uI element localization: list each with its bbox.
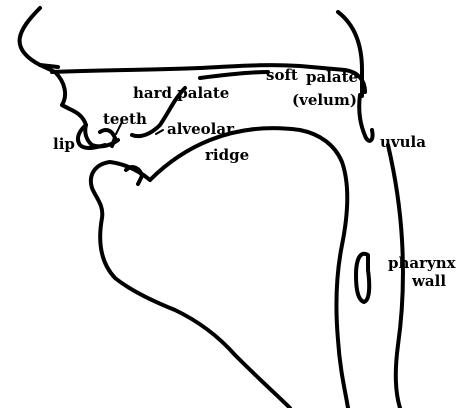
label-uvula: uvula [380,133,426,151]
label-hard-palate: hard palate [133,84,229,102]
label-soft: soft [266,66,298,84]
label-velum: (velum) [292,91,357,109]
label-pharynx: pharynx [388,254,457,272]
head-outline [20,8,105,148]
label-wall: wall [411,272,446,290]
label-teeth: teeth [103,110,147,128]
label-lip: lip [53,135,75,153]
label-ridge: ridge [205,146,249,164]
alveolar-pointer [156,130,163,134]
hard-palate-segment [200,72,268,78]
nasal-passage-top [40,65,58,67]
label-palate: palate [306,68,358,86]
pharynx-back-wall [388,145,403,408]
epiglottis [356,254,369,302]
velum-curve [359,95,372,141]
lower-lip-chin [91,162,290,408]
label-alveolar: alveolar [167,120,235,138]
